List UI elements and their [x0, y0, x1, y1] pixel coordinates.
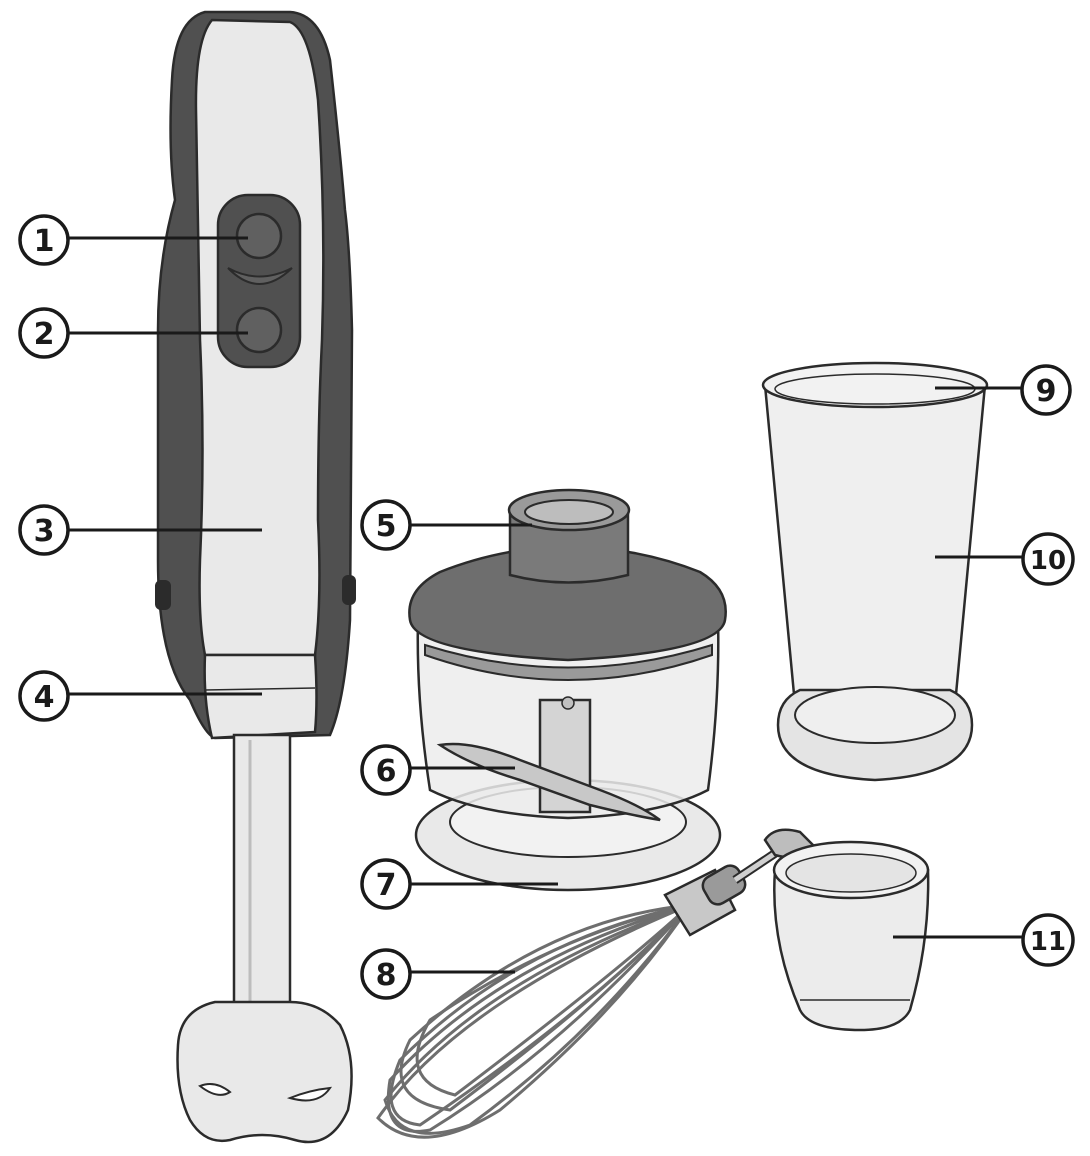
motor-unit: [155, 10, 356, 740]
callout-10: 10: [1021, 532, 1075, 586]
callout-1: 1: [18, 214, 70, 266]
blending-shaft: [176, 733, 353, 1144]
left-release-button: [155, 580, 171, 610]
chopper-blade: [436, 742, 661, 822]
callout-9: 9: [1020, 364, 1072, 416]
callout-6: 6: [360, 744, 412, 796]
divider-indicator: [227, 267, 293, 285]
callout-7: 7: [360, 858, 412, 910]
callout-6-label: 6: [376, 754, 397, 789]
chopper-bowl-assembly: [408, 488, 727, 892]
measuring-beaker: [761, 361, 989, 782]
whisk-gearbox: [772, 840, 930, 1032]
callout-11: 11: [1021, 913, 1075, 967]
callout-7-label: 7: [376, 868, 397, 903]
callout-layer: 1 2 3 4 5 6: [18, 214, 1075, 1000]
callout-5-label: 5: [376, 509, 397, 544]
right-release-button: [342, 575, 356, 605]
callout-9-label: 9: [1036, 374, 1057, 409]
chopper-lid: [408, 544, 727, 662]
callout-1-label: 1: [34, 224, 55, 259]
callout-3: 3: [18, 504, 70, 556]
speed-button-1-shape: [235, 212, 283, 260]
callout-2: 2: [18, 307, 70, 359]
callout-8: 8: [360, 948, 412, 1000]
callout-3-label: 3: [34, 514, 55, 549]
callout-4: 4: [18, 670, 70, 722]
callout-4-label: 4: [34, 680, 55, 715]
callout-8-label: 8: [376, 958, 397, 993]
callout-5: 5: [360, 499, 412, 551]
speed-button-2-shape: [235, 306, 283, 354]
callout-2-label: 2: [34, 317, 55, 352]
callout-11-label: 11: [1030, 927, 1066, 957]
callout-10-label: 10: [1030, 546, 1066, 576]
